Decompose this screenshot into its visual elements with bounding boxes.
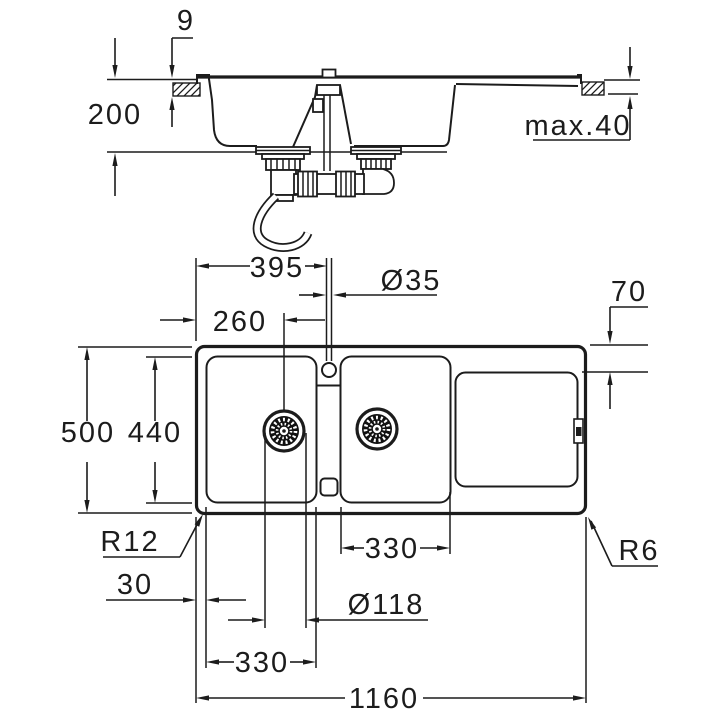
countertop-hatch-left bbox=[172, 82, 201, 97]
side-section-view: 9 200 max.40 bbox=[88, 5, 640, 252]
dim-label-inner-corner-radius: R12 bbox=[100, 526, 159, 558]
dim-label-rim-height: 9 bbox=[177, 5, 195, 37]
dim-label-outer-corner-radius: R6 bbox=[618, 535, 659, 567]
drain-trap-assembly bbox=[252, 146, 402, 252]
dimension-inner-depth: 440 bbox=[128, 356, 192, 504]
dimension-tap-hole-from-left: 395 bbox=[196, 252, 327, 284]
drainer-area bbox=[454, 371, 579, 488]
dimension-inner-corner-radius: R12 bbox=[100, 514, 203, 558]
dimension-drain-center-from-left: 260 bbox=[160, 306, 325, 338]
dimension-bowl-depth: 200 bbox=[88, 38, 142, 196]
right-drain-strainer bbox=[355, 407, 399, 451]
dim-label-overall-depth: 500 bbox=[61, 417, 115, 449]
countertop-hatch-right bbox=[581, 81, 605, 96]
dimension-drainer-inset: 70 bbox=[582, 276, 648, 409]
dimension-left-bowl-width: 330 bbox=[206, 647, 316, 679]
dim-label-countertop-thickness: max.40 bbox=[524, 110, 631, 142]
dimension-overall-depth: 500 bbox=[61, 346, 192, 514]
dim-label-left-bowl-width: 330 bbox=[235, 647, 289, 679]
dimension-countertop-thickness: max.40 bbox=[524, 47, 633, 142]
drainer-edge-emblem bbox=[573, 418, 584, 444]
dim-label-drain-center-from-left: 260 bbox=[213, 306, 267, 338]
left-drain-strainer bbox=[262, 409, 306, 453]
dim-label-drain-hole-diameter: Ø118 bbox=[348, 589, 425, 621]
dimension-outer-corner-radius: R6 bbox=[588, 517, 659, 567]
dim-label-rim-width: 30 bbox=[117, 569, 153, 601]
dim-label-tap-hole-diameter: Ø35 bbox=[381, 265, 442, 297]
dimension-overall-width: 1160 bbox=[196, 683, 586, 715]
dim-label-tap-hole-from-left: 395 bbox=[250, 252, 304, 284]
top-plan-view: 395 Ø35 260 70 bbox=[61, 252, 659, 715]
tap-hole bbox=[321, 362, 337, 378]
sink-section-profile bbox=[196, 74, 582, 148]
dim-label-inner-depth: 440 bbox=[128, 417, 182, 449]
dimension-tap-hole-diameter: Ø35 bbox=[299, 265, 442, 298]
lower-extension-lines bbox=[195, 433, 587, 703]
dimension-right-bowl-width: 330 bbox=[341, 533, 450, 565]
dim-label-drainer-inset: 70 bbox=[611, 276, 647, 308]
overflow-hole bbox=[319, 477, 339, 497]
dimension-rim-height: 9 bbox=[169, 5, 195, 127]
dim-label-bowl-depth: 200 bbox=[88, 99, 142, 131]
upper-extension-lines bbox=[195, 258, 333, 410]
dimension-drain-hole-diameter: Ø118 bbox=[228, 589, 428, 623]
overflow-assembly bbox=[312, 68, 341, 171]
dimension-rim-width: 30 bbox=[106, 569, 246, 603]
right-bowl bbox=[339, 355, 452, 504]
left-bowl bbox=[205, 355, 318, 504]
dim-label-right-bowl-width: 330 bbox=[365, 533, 419, 565]
dim-label-overall-width: 1160 bbox=[349, 683, 419, 715]
sink-plan-outline bbox=[194, 344, 588, 516]
